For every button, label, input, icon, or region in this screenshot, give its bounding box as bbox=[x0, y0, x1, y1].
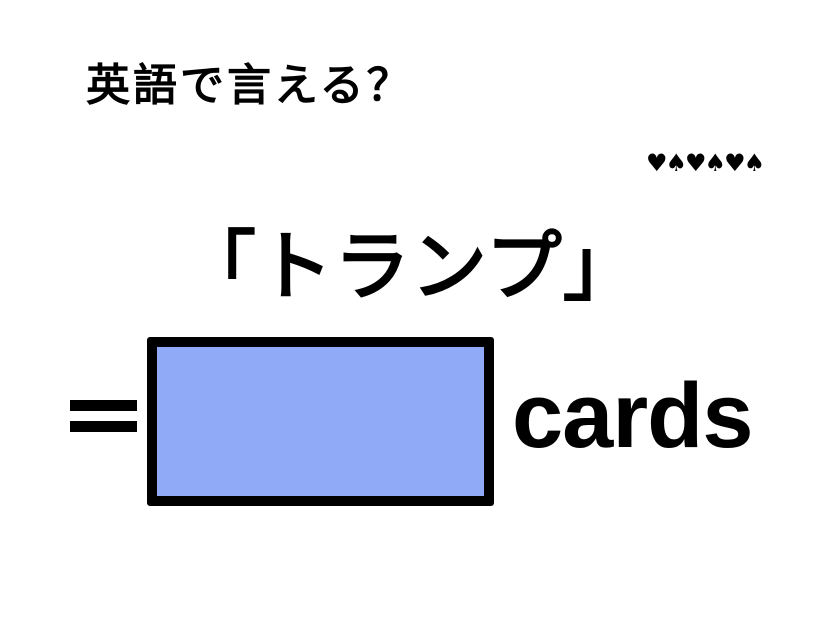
spade-icon: ♠ bbox=[704, 149, 726, 177]
equals-bar-bottom bbox=[70, 421, 137, 432]
heart-icon: ♥ bbox=[646, 149, 667, 177]
quiz-subtitle: 英語で言える？ bbox=[86, 60, 414, 111]
spade-icon: ♠ bbox=[665, 149, 687, 177]
equals-bar-top bbox=[70, 400, 137, 411]
card-suits-decoration: ♥♠♥♠♥♠ bbox=[646, 148, 765, 178]
quiz-term-title: 「トランプ」 bbox=[180, 222, 640, 311]
spade-icon: ♠ bbox=[743, 149, 765, 177]
answer-blank-box bbox=[147, 337, 494, 506]
equals-sign bbox=[70, 400, 137, 432]
answer-suffix-word: cards bbox=[512, 365, 753, 467]
heart-icon: ♥ bbox=[685, 149, 706, 177]
heart-icon: ♥ bbox=[724, 149, 745, 177]
